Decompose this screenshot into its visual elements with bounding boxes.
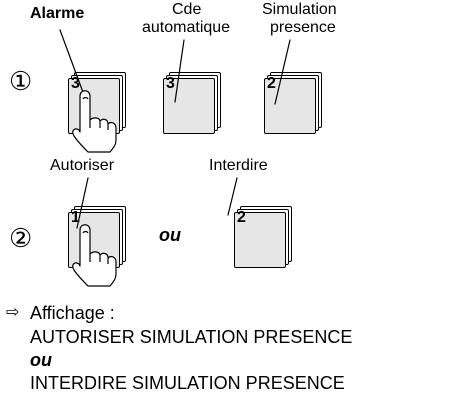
leader-line-cde [174, 39, 185, 103]
display-line-forbid: INTERDIRE SIMULATION PRESENCE [30, 373, 345, 393]
display-label: Affichage : [30, 303, 115, 323]
result-arrow-icon: ⇨ [6, 304, 20, 321]
label-autoriser: Autoriser [50, 157, 115, 174]
step-2-number: ② [9, 223, 33, 253]
display-or-text: ou [30, 350, 52, 370]
key-face [234, 212, 286, 268]
leader-line-autoriser [76, 177, 89, 229]
key-number: 2 [267, 75, 276, 92]
leader-line-simulation [274, 39, 291, 105]
key-number: 3 [166, 75, 175, 92]
step-1-number: ① [9, 66, 33, 96]
key-number: 3 [71, 75, 80, 92]
key-face [163, 78, 215, 134]
leader-line-interdire [227, 177, 238, 216]
label-simulation: Simulation [262, 1, 337, 18]
label-alarme: Alarme [30, 5, 85, 22]
finger-press-icon [72, 224, 117, 287]
label-presence: presence [270, 19, 336, 36]
label-automatique: automatique [142, 19, 231, 36]
leader-line-alarme [59, 29, 85, 96]
display-line-authorize: AUTORISER SIMULATION PRESENCE [30, 327, 353, 347]
finger-press-icon [72, 90, 117, 153]
key-face [264, 78, 316, 134]
or-text-keys: ou [159, 225, 181, 245]
label-interdire: Interdire [209, 157, 268, 174]
key-number: 2 [237, 209, 246, 226]
label-cde: Cde [172, 1, 202, 18]
key-number: 1 [71, 209, 80, 226]
